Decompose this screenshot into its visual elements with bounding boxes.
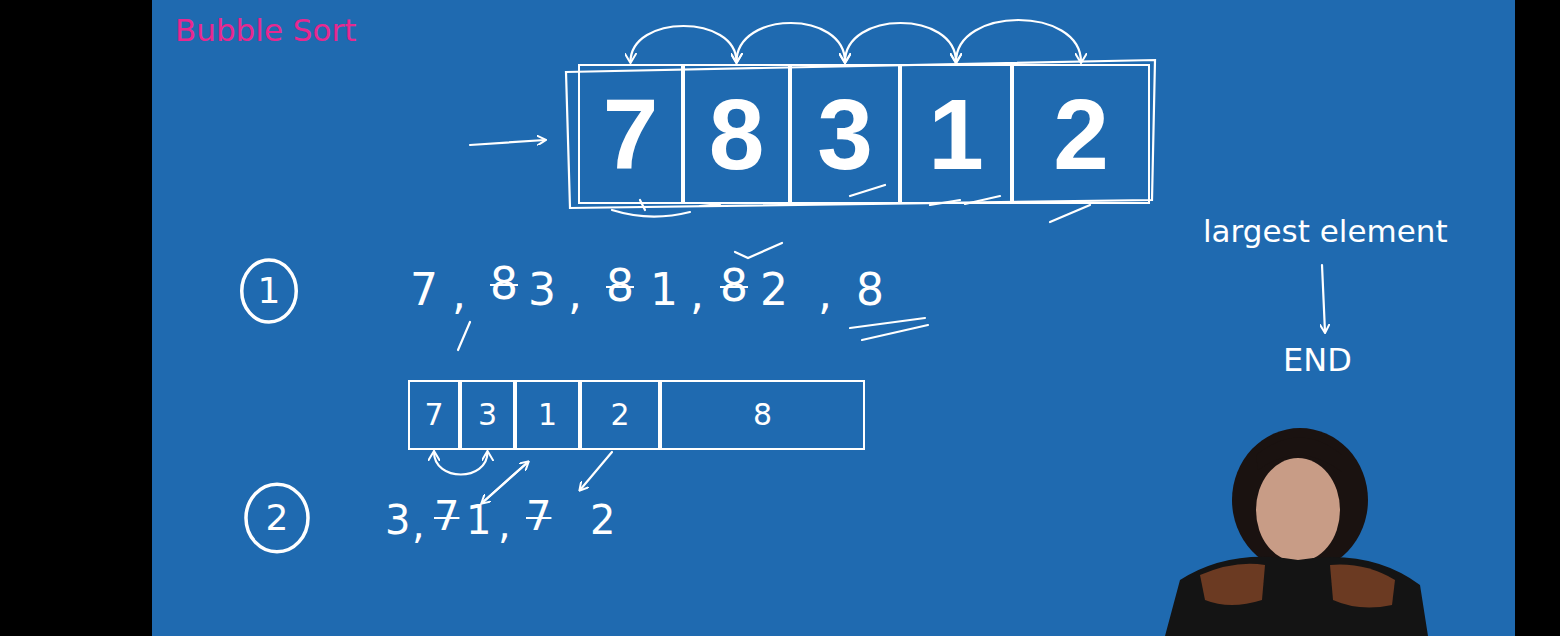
pointer-arrow <box>482 462 528 503</box>
handwritten-note: , <box>412 504 425 544</box>
array-cell: 7 <box>408 380 460 450</box>
outer-frame <box>566 60 1155 208</box>
handwritten-note: , <box>452 272 466 316</box>
pass-number: 2 <box>244 482 310 554</box>
crossed-value: 8 <box>490 262 518 306</box>
pointer-arrow <box>580 452 612 490</box>
array-cell: 3 <box>460 380 515 450</box>
array-cell: 8 <box>660 380 865 450</box>
cell-value: 2 <box>266 500 289 536</box>
handwritten-note: 3 <box>528 268 556 312</box>
handwritten-note: 3 <box>385 500 410 540</box>
cell-value: 3 <box>478 400 497 430</box>
cell-value: 7 <box>424 400 443 430</box>
cell-value: 2 <box>610 400 629 430</box>
handwritten-note: , <box>690 272 704 316</box>
cell-value: 1 <box>258 273 281 309</box>
handwritten-note: 2 <box>760 268 788 312</box>
swap-arrow <box>737 23 846 62</box>
handwritten-note: 1 <box>650 268 678 312</box>
handwritten-note: , <box>818 272 832 316</box>
presenter <box>1165 428 1428 636</box>
handwritten-note: 7 <box>410 268 438 312</box>
handwritten-note: 1 <box>466 500 491 540</box>
array-cell: 1 <box>515 380 580 450</box>
swap-arrow <box>434 452 488 475</box>
circle-outline <box>246 484 308 552</box>
check-mark <box>735 243 782 258</box>
crossed-value: 7 <box>434 496 459 536</box>
array-cell: 3 <box>790 64 900 204</box>
crossed-value: 7 <box>526 496 551 536</box>
crossed-value: 8 <box>606 264 634 308</box>
down-arrow <box>1322 265 1325 332</box>
cell-value: 1 <box>928 84 984 184</box>
slide-title: Bubble Sort <box>175 13 356 47</box>
handwritten-note: largest element <box>1203 216 1448 247</box>
array-cell: 1 <box>900 64 1012 204</box>
swap-arrow <box>956 20 1081 62</box>
swap-arrow <box>631 26 737 62</box>
stray-mark <box>458 322 470 350</box>
handwritten-note: , <box>498 504 511 544</box>
circle-outline <box>242 260 297 322</box>
cell-value: 7 <box>603 84 659 184</box>
underline-mark <box>850 318 928 340</box>
cell-value: 8 <box>753 400 772 430</box>
pointer-arrow <box>470 140 545 145</box>
handwritten-note: END <box>1283 344 1352 376</box>
array-cell: 8 <box>683 64 790 204</box>
pass-number: 1 <box>240 258 298 324</box>
handwritten-note: 2 <box>590 500 615 540</box>
cell-value: 8 <box>709 84 765 184</box>
swap-arrow <box>845 23 956 62</box>
cell-value: 3 <box>817 84 873 184</box>
handwritten-note: 8 <box>856 268 884 312</box>
cell-value: 2 <box>1053 84 1109 184</box>
array-cell: 2 <box>580 380 660 450</box>
crossed-value: 8 <box>720 264 748 308</box>
cell-value: 1 <box>538 400 557 430</box>
pointer-arrow <box>482 462 528 503</box>
array-cell: 7 <box>578 64 683 204</box>
array-cell: 2 <box>1012 64 1150 204</box>
handwritten-note: , <box>568 272 582 316</box>
